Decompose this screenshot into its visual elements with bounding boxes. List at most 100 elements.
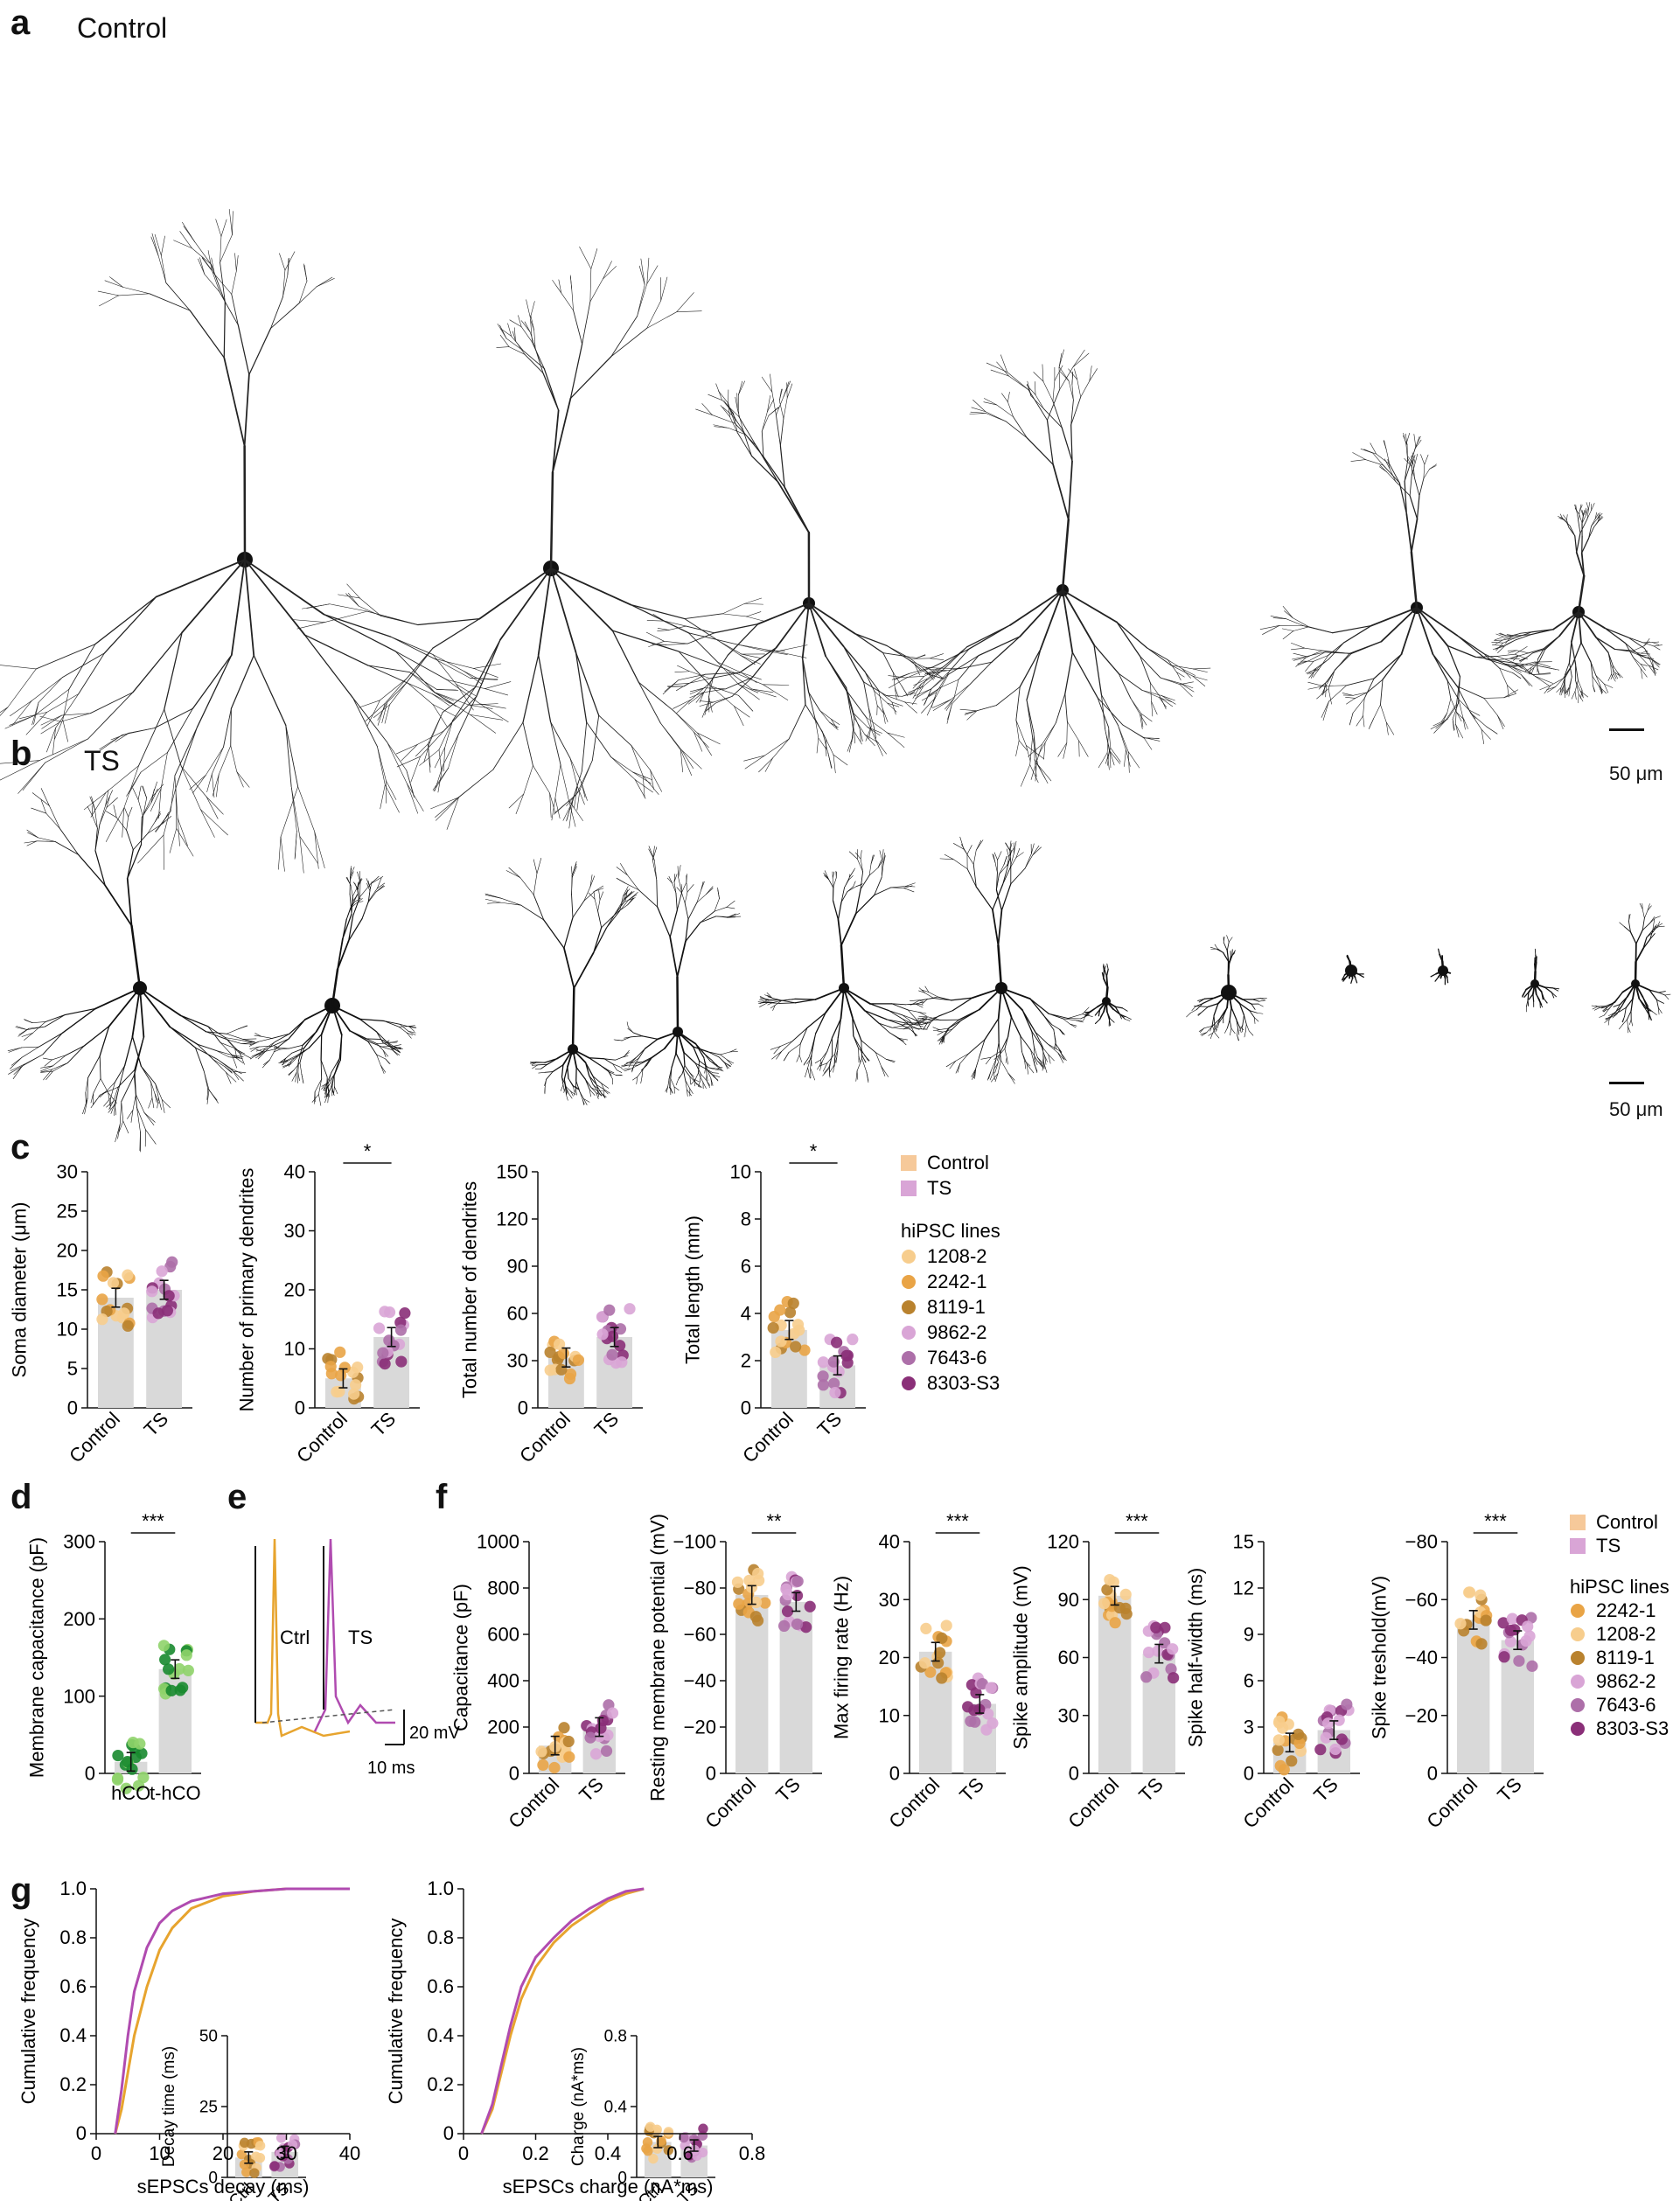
dendrite-segment <box>1319 680 1328 688</box>
data-point <box>589 1748 603 1760</box>
dendrite-segment <box>1494 639 1503 641</box>
dendrite-segment <box>1161 698 1174 707</box>
dendrite-segment <box>263 1048 276 1053</box>
data-point <box>165 1684 178 1696</box>
data-point <box>1513 1654 1525 1668</box>
dendrite-segment <box>758 757 774 773</box>
dendrite-segment <box>743 603 763 605</box>
dendrite-segment <box>1580 689 1583 700</box>
dendrite-segment <box>1189 1009 1197 1013</box>
dendrite-segment <box>860 729 861 742</box>
dendrite-segment <box>949 1061 956 1069</box>
dendrite-segment <box>1094 1019 1101 1024</box>
dendrite-segment <box>763 456 785 488</box>
dendrite-segment <box>122 1120 129 1134</box>
dendrite-segment <box>238 1025 247 1029</box>
dendrite-segment <box>1644 909 1649 919</box>
dendrite-segment <box>1538 665 1560 671</box>
dendrite-segment <box>512 331 516 342</box>
dendrite-segment <box>875 1052 887 1060</box>
dendrite-segment <box>637 1069 644 1077</box>
data-point <box>1454 1618 1467 1630</box>
dendrite-segment <box>508 346 526 355</box>
data-point <box>1525 1612 1537 1624</box>
dendrite-segment <box>387 742 408 784</box>
dendrite-segment <box>619 895 624 911</box>
dendrite-segment <box>519 877 534 895</box>
dendrite-segment <box>924 669 934 680</box>
dendrite-segment <box>359 871 361 883</box>
dendrite-segment <box>1380 704 1387 723</box>
dendrite-segment <box>508 793 525 809</box>
dendrite-segment <box>829 721 839 730</box>
data-point <box>1278 1764 1290 1776</box>
dendrite-segment <box>384 1041 392 1044</box>
dendrite-segment <box>853 1035 860 1049</box>
y-axis-label: Charge (nA*ms) <box>569 2047 588 2166</box>
dendrite-segment <box>456 684 474 711</box>
y-tick-label: 800 <box>487 1578 519 1599</box>
dendrite-segment <box>716 1067 723 1069</box>
data-point <box>752 1567 764 1580</box>
dendrite-segment <box>717 661 742 673</box>
dendrite-segment <box>520 904 545 921</box>
dendrite-segment <box>610 316 638 358</box>
dendrite-segment <box>181 559 246 634</box>
dendrite-segment <box>1446 679 1452 700</box>
dendrite-segment <box>597 1090 600 1097</box>
dendrite-segment <box>109 1097 111 1110</box>
dendrite-segment <box>984 398 997 406</box>
dendrite-segment <box>624 1052 630 1057</box>
dendrite-segment <box>917 1017 928 1023</box>
dendrite-segment <box>1634 960 1637 986</box>
dendrite-segment <box>1226 950 1230 963</box>
dendrite-segment <box>1528 667 1532 675</box>
dendrite-segment <box>147 821 156 834</box>
dendrite-segment <box>195 1047 205 1072</box>
dendrite-segment <box>693 1046 709 1053</box>
dendrite-segment <box>1070 424 1073 463</box>
dendrite-segment <box>589 1076 594 1085</box>
dendrite-segment <box>1510 665 1522 673</box>
dendrite-segment <box>271 1033 290 1039</box>
dendrite-segment <box>235 254 239 272</box>
dendrite-segment <box>136 1094 145 1113</box>
dendrite-segment <box>1579 504 1582 512</box>
dendrite-segment <box>526 299 531 318</box>
dendrite-segment <box>713 655 728 679</box>
dendrite-segment <box>708 394 723 400</box>
dendrite-segment <box>1000 1036 1009 1052</box>
dendrite-segment <box>729 416 738 434</box>
dendrite-segment <box>1642 923 1650 931</box>
dendrite-segment <box>916 1004 924 1008</box>
dendrite-segment <box>1199 1027 1205 1033</box>
dendrite-segment <box>654 860 658 881</box>
dendrite-segment <box>998 1048 1006 1056</box>
dendrite-segment <box>550 568 577 653</box>
dendrite-segment <box>731 677 753 697</box>
dendrite-segment <box>552 409 560 473</box>
data-point <box>933 1647 946 1659</box>
dendrite-segment <box>1515 634 1532 637</box>
dendrite-segment <box>1325 684 1327 698</box>
dendrite-segment <box>1140 714 1147 726</box>
data-point <box>663 2127 674 2137</box>
dendrite-segment <box>1581 538 1590 554</box>
dendrite-segment <box>1560 688 1565 696</box>
dendrite-segment <box>1150 682 1152 702</box>
dendrite-segment <box>744 755 765 770</box>
dendrite-segment <box>778 388 782 401</box>
y-axis-label: Resting membrane potential (mV) <box>647 1514 669 1801</box>
dendrite-segment <box>1559 687 1562 695</box>
dendrite-segment <box>1366 679 1384 693</box>
dendrite-segment <box>901 685 908 695</box>
dendrite-segment <box>808 692 816 720</box>
dendrite-segment <box>607 1069 612 1076</box>
dendrite-segment <box>1062 589 1118 623</box>
dendrite-segment <box>843 987 854 1019</box>
dendrite-segment <box>1106 963 1109 970</box>
dendrite-segment <box>698 1060 700 1074</box>
dendrite-segment <box>1345 696 1356 699</box>
